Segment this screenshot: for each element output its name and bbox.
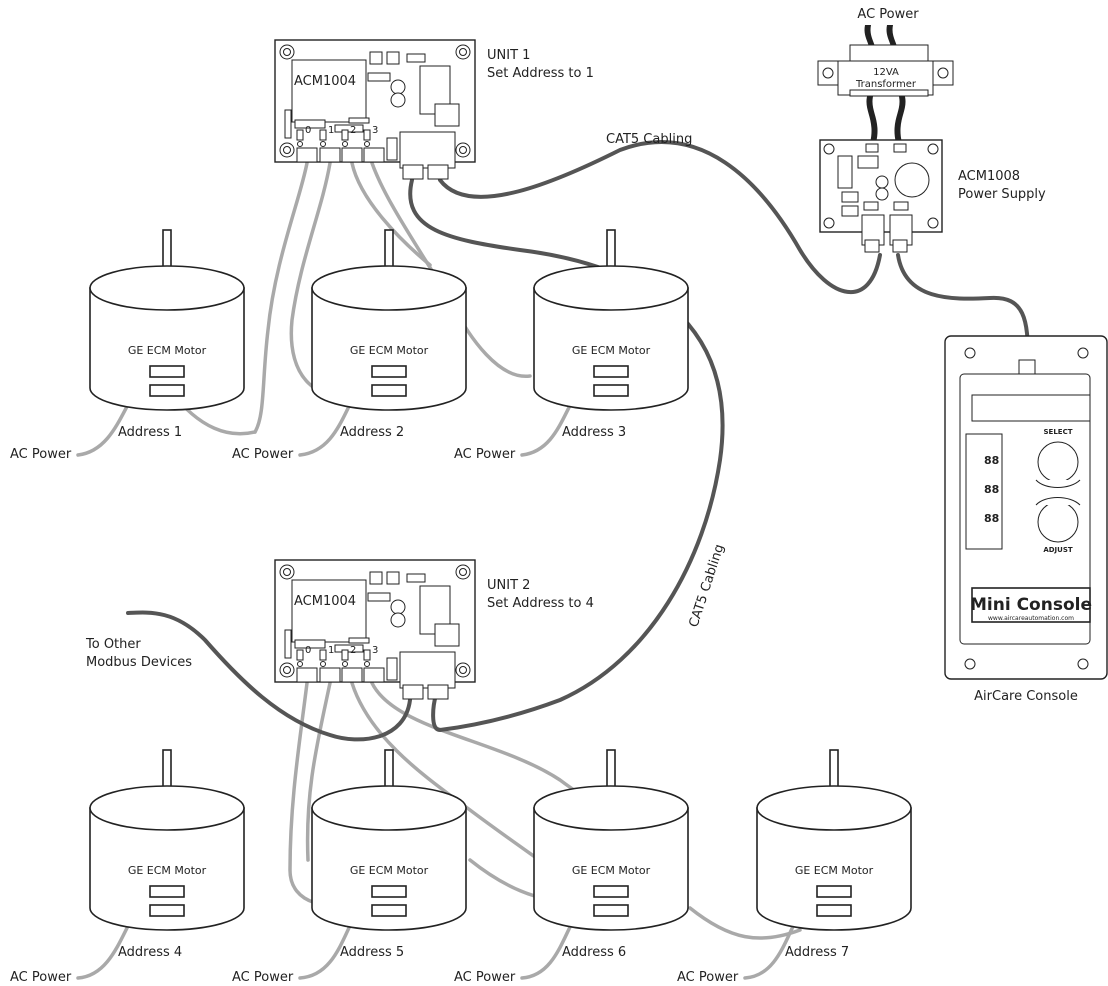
- unit2-dip-0: 0: [305, 645, 311, 656]
- console-adjust-label: ADJUST: [1043, 546, 1073, 554]
- transformer: [817, 44, 954, 97]
- console-digit-3: 88: [984, 512, 999, 525]
- motor-label: GE ECM Motor: [128, 344, 207, 357]
- motor-ac-power-label: AC Power: [232, 970, 294, 985]
- unit2-dip-2: 2: [350, 645, 356, 656]
- aircare-console: [944, 335, 1108, 680]
- transformer-ac-power-label: AC Power: [857, 7, 919, 22]
- motor-address: Address 7: [785, 945, 849, 960]
- motor-label: GE ECM Motor: [572, 344, 651, 357]
- control-board-unit-1: [274, 39, 476, 180]
- motor-label: GE ECM Motor: [795, 864, 874, 877]
- motor-address: Address 5: [340, 945, 404, 960]
- transformer-label: Transformer: [855, 79, 917, 90]
- other-devices-line2: Modbus Devices: [86, 655, 192, 670]
- console-url: www.aircareautomation.com: [988, 615, 1074, 622]
- motor-ac-power-label: AC Power: [10, 447, 72, 462]
- unit1-dip-0: 0: [305, 125, 311, 136]
- motor-label: GE ECM Motor: [350, 344, 429, 357]
- motor-ac-power-label: AC Power: [232, 447, 294, 462]
- console-digit-1: 88: [984, 454, 999, 467]
- console-digit-2: 88: [984, 483, 999, 496]
- power-supply-desc: Power Supply: [958, 187, 1046, 202]
- motor-label: GE ECM Motor: [350, 864, 429, 877]
- motor-address: Address 4: [118, 945, 182, 960]
- cat5-cabling-label-top: CAT5 Cabling: [606, 132, 692, 147]
- unit1-dip-3: 3: [372, 125, 378, 136]
- power-supply-name: ACM1008: [958, 169, 1020, 184]
- unit2-board-label: ACM1004: [294, 594, 356, 609]
- motor-address: Address 1: [118, 425, 182, 440]
- unit1-dip-2: 2: [350, 125, 356, 136]
- motor-ac-power-label: AC Power: [454, 447, 516, 462]
- unit2-subtitle: Set Address to 4: [487, 596, 594, 611]
- dip-switches: [296, 129, 371, 147]
- unit1-board-label: ACM1004: [294, 74, 356, 89]
- control-board-unit-2: [274, 559, 476, 700]
- motor-address: Address 2: [340, 425, 404, 440]
- unit1-dip-1: 1: [328, 125, 334, 136]
- unit2-title: UNIT 2: [487, 578, 530, 593]
- unit1-subtitle: Set Address to 1: [487, 66, 594, 81]
- motor-ac-power-label: AC Power: [454, 970, 516, 985]
- motor-label: GE ECM Motor: [128, 864, 207, 877]
- power-supply-board: [819, 139, 943, 253]
- motor-label: GE ECM Motor: [572, 864, 651, 877]
- motor-address: Address 6: [562, 945, 626, 960]
- console-brand: Mini Console: [970, 595, 1092, 615]
- dip-switches: [296, 649, 371, 667]
- unit1-title: UNIT 1: [487, 48, 530, 63]
- other-devices-line1: To Other: [85, 637, 141, 652]
- unit2-dip-3: 3: [372, 645, 378, 656]
- console-caption: AirCare Console: [974, 689, 1078, 704]
- transformer-rating: 12VA: [873, 67, 899, 78]
- motor-ac-power-label: AC Power: [10, 970, 72, 985]
- motor-ac-power-label: AC Power: [677, 970, 739, 985]
- motor-address: Address 3: [562, 425, 626, 440]
- console-select-label: SELECT: [1044, 428, 1073, 436]
- unit2-dip-1: 1: [328, 645, 334, 656]
